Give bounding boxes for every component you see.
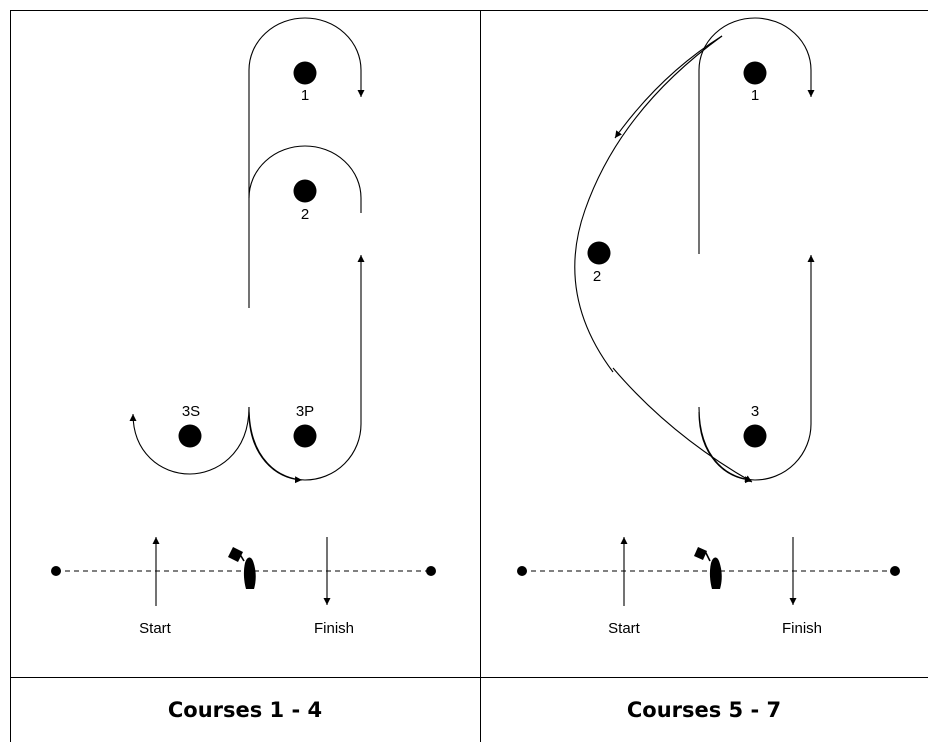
pin-end-right (426, 566, 436, 576)
route-around-mark-2 (248, 145, 362, 213)
route-around-mark-1 (248, 17, 365, 308)
pin-end-left (51, 566, 61, 576)
start-label: Start (139, 620, 172, 637)
mark-label: 2 (301, 206, 309, 223)
mark-label: 1 (751, 87, 759, 104)
pin-end-right (890, 566, 900, 576)
reach-around-mark-2 (574, 35, 723, 373)
course-marks (178, 61, 317, 448)
route-around-mark-3 (698, 406, 812, 481)
finish-label: Finish (314, 620, 354, 637)
panel-courses-1-4: 1 2 3S 3P Start Finish (51, 17, 436, 637)
mark-label: 3 (751, 403, 759, 420)
start-label: Start (608, 620, 641, 637)
panel-courses-5-7: 1 2 3 Start Finish (517, 17, 900, 637)
start-finish-line: Start Finish (517, 537, 900, 637)
finish-label: Finish (782, 620, 822, 637)
course-marks (587, 61, 767, 448)
caption-courses-1-4: Courses 1 - 4 (167, 697, 323, 722)
mark-3p-buoy (293, 424, 317, 448)
mark-labels: 1 2 3S 3P (182, 87, 314, 420)
route-around-mark-3p (248, 406, 362, 481)
mark-labels: 1 2 3 (593, 87, 759, 420)
start-finish-line: Start Finish (51, 537, 436, 637)
reach-leg-1-to-2 (614, 35, 723, 139)
table-frame (10, 10, 928, 742)
committee-boat-icon (694, 547, 722, 589)
route-around-mark-3s (129, 406, 250, 475)
route-around-mark-1 (698, 17, 815, 254)
mark-label: 2 (593, 268, 601, 285)
mark-3-buoy (743, 424, 767, 448)
committee-boat-icon (228, 547, 256, 589)
pin-end-left (517, 566, 527, 576)
mark-2-buoy (587, 241, 611, 265)
arrow-toward-3p (248, 411, 303, 484)
mark-label: 3S (182, 403, 200, 420)
mark-2-buoy (293, 179, 317, 203)
mark-1-buoy (293, 61, 317, 85)
course-route (129, 17, 365, 484)
arrow-toward-mark-3 (698, 411, 753, 484)
course-route (574, 17, 815, 484)
mark-label: 1 (301, 87, 309, 104)
mark-3s-buoy (178, 424, 202, 448)
mark-label: 3P (296, 403, 314, 420)
mark-1-buoy (743, 61, 767, 85)
caption-courses-5-7: Courses 5 - 7 (626, 697, 782, 722)
reach-leg-2-to-3 (612, 367, 753, 483)
